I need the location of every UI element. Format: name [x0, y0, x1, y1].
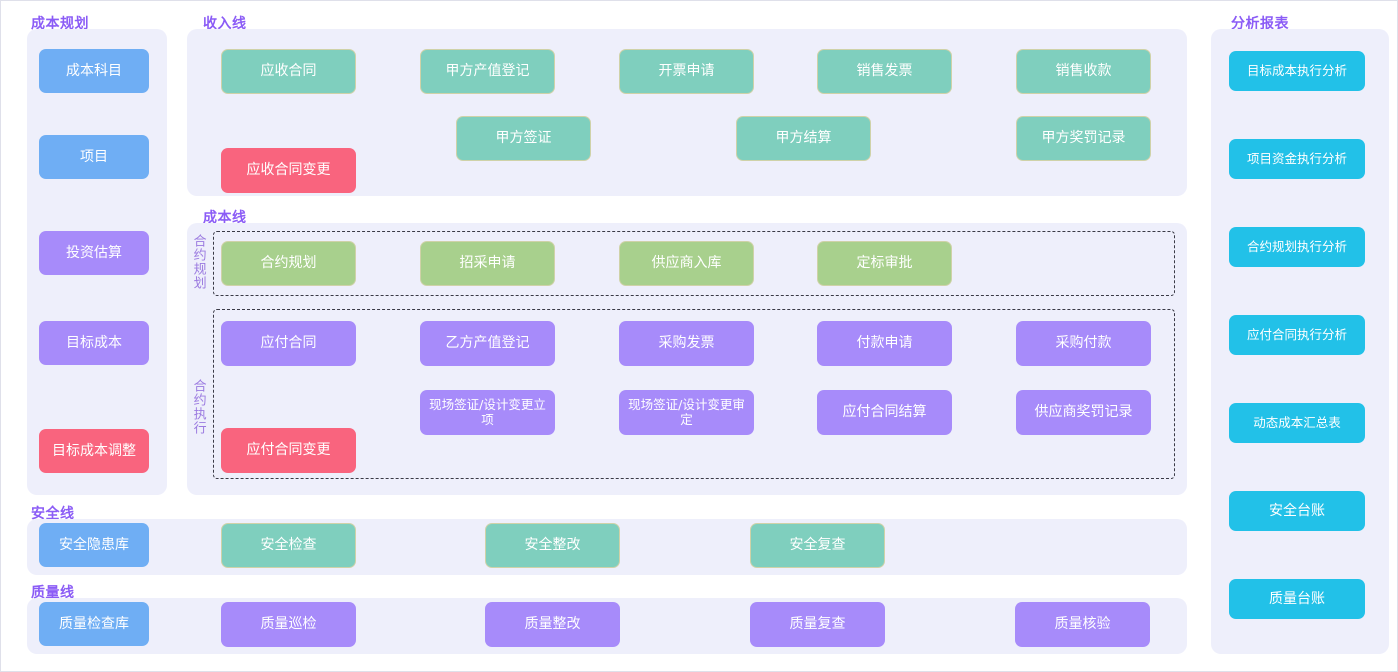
- report-project-fund-execution[interactable]: 项目资金执行分析: [1229, 139, 1365, 179]
- node-partya-visa[interactable]: 甲方签证: [456, 116, 591, 161]
- panel-title-cost-line: 成本线: [203, 210, 247, 226]
- node-partya-output-register[interactable]: 甲方产值登记: [420, 49, 555, 94]
- node-bid-award-approval[interactable]: 定标审批: [817, 241, 952, 286]
- node-supplier-entry[interactable]: 供应商入库: [619, 241, 754, 286]
- node-payable-contract-change[interactable]: 应付合同变更: [221, 428, 356, 473]
- node-payment-application[interactable]: 付款申请: [817, 321, 952, 366]
- node-quality-check-library[interactable]: 质量检查库: [39, 602, 149, 646]
- node-purchase-payment[interactable]: 采购付款: [1016, 321, 1151, 366]
- node-safety-rectification[interactable]: 安全整改: [485, 523, 620, 568]
- node-invoice-application[interactable]: 开票申请: [619, 49, 754, 94]
- node-safety-hazard-library[interactable]: 安全隐患库: [39, 523, 149, 567]
- node-site-visa-change-review[interactable]: 现场签证/设计变更审定: [619, 390, 754, 435]
- node-sales-receipt[interactable]: 销售收款: [1016, 49, 1151, 94]
- node-partya-reward-penalty[interactable]: 甲方奖罚记录: [1016, 116, 1151, 161]
- panel-title-revenue: 收入线: [203, 16, 247, 32]
- node-supplier-reward-penalty[interactable]: 供应商奖罚记录: [1016, 390, 1151, 435]
- report-quality-ledger[interactable]: 质量台账: [1229, 579, 1365, 619]
- node-bid-application[interactable]: 招采申请: [420, 241, 555, 286]
- node-payable-contract-settlement[interactable]: 应付合同结算: [817, 390, 952, 435]
- node-purchase-invoice[interactable]: 采购发票: [619, 321, 754, 366]
- dashed-group-contract-plan: [213, 231, 1175, 296]
- group-label-contract-plan: 合约规划: [190, 234, 206, 290]
- group-label-contract-exec: 合约执行: [190, 379, 206, 435]
- node-quality-patrol[interactable]: 质量巡检: [221, 602, 356, 647]
- node-receivable-contract[interactable]: 应收合同: [221, 49, 356, 94]
- panel-title-cost-plan: 成本规划: [31, 16, 89, 32]
- node-payable-contract[interactable]: 应付合同: [221, 321, 356, 366]
- report-contract-plan-execution[interactable]: 合约规划执行分析: [1229, 227, 1365, 267]
- report-dynamic-cost-summary[interactable]: 动态成本汇总表: [1229, 403, 1365, 443]
- node-quality-verification[interactable]: 质量核验: [1015, 602, 1150, 647]
- panel-title-reports: 分析报表: [1231, 16, 1289, 32]
- report-payable-contract-execution[interactable]: 应付合同执行分析: [1229, 315, 1365, 355]
- node-safety-inspection[interactable]: 安全检查: [221, 523, 356, 568]
- panel-title-safety: 安全线: [31, 506, 75, 522]
- node-receivable-contract-change[interactable]: 应收合同变更: [221, 148, 356, 193]
- node-safety-recheck[interactable]: 安全复查: [750, 523, 885, 568]
- dashed-group-contract-exec: [213, 309, 1175, 479]
- report-target-cost-execution[interactable]: 目标成本执行分析: [1229, 51, 1365, 91]
- node-cost-subject[interactable]: 成本科目: [39, 49, 149, 93]
- node-quality-rectification[interactable]: 质量整改: [485, 602, 620, 647]
- node-partya-settlement[interactable]: 甲方结算: [736, 116, 871, 161]
- node-target-cost-adjust[interactable]: 目标成本调整: [39, 429, 149, 473]
- node-site-visa-change-initiation[interactable]: 现场签证/设计变更立项: [420, 390, 555, 435]
- panel-title-quality: 质量线: [31, 585, 75, 601]
- node-project[interactable]: 项目: [39, 135, 149, 179]
- node-contract-plan[interactable]: 合约规划: [221, 241, 356, 286]
- node-partyb-output-register[interactable]: 乙方产值登记: [420, 321, 555, 366]
- node-quality-recheck[interactable]: 质量复查: [750, 602, 885, 647]
- node-sales-invoice[interactable]: 销售发票: [817, 49, 952, 94]
- node-target-cost[interactable]: 目标成本: [39, 321, 149, 365]
- node-investment-estimate[interactable]: 投资估算: [39, 231, 149, 275]
- report-safety-ledger[interactable]: 安全台账: [1229, 491, 1365, 531]
